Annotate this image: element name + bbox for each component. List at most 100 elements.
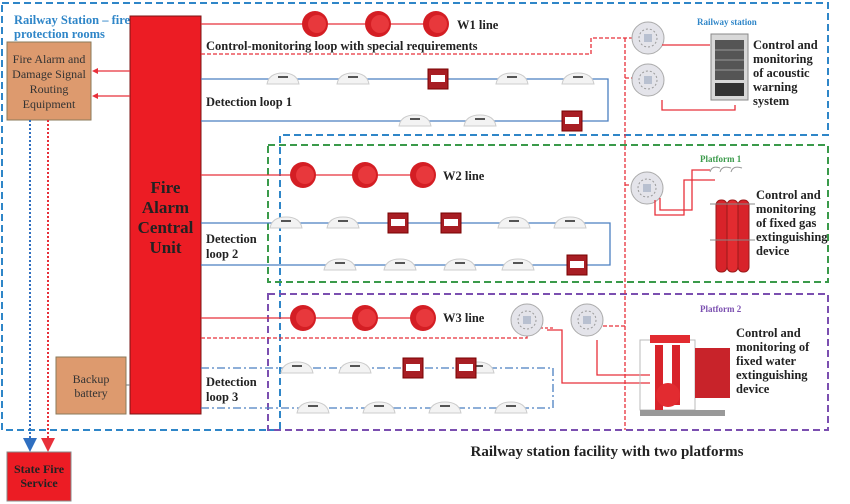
siren-icon	[423, 11, 449, 37]
manual-call-point-icon	[402, 357, 424, 379]
zone-station-title-2: protection rooms	[14, 27, 105, 41]
control-loop-label: Control-monitoring loop with special req…	[206, 39, 478, 53]
siren-icon	[352, 305, 378, 331]
state-fire-service-label: State Fire Service	[14, 462, 65, 490]
siren-icon	[290, 305, 316, 331]
smoke-detector-icon	[398, 114, 432, 127]
zone-platform2-title: Platform 2	[700, 304, 742, 314]
siren-icon	[302, 11, 328, 37]
smoke-detector-icon	[495, 72, 529, 85]
svg-text:of acoustic: of acoustic	[753, 66, 810, 80]
svg-text:Backup: Backup	[73, 372, 110, 386]
water-pump-icon	[639, 335, 730, 416]
svg-text:Fire Alarm and: Fire Alarm and	[13, 52, 86, 66]
zone-platform1-title: Platform 1	[700, 154, 742, 164]
svg-text:monitoring: monitoring	[756, 202, 816, 216]
diagram-caption: Railway station facility with two platfo…	[471, 444, 744, 460]
svg-text:Fire: Fire	[151, 178, 181, 197]
detection-loop-2-label-1: Detection	[206, 232, 257, 246]
arrow-down-icon	[23, 438, 37, 452]
svg-text:State Fire: State Fire	[14, 462, 65, 476]
backup-battery-box	[55, 356, 127, 415]
detection-loop-2-label-2: loop 2	[206, 247, 238, 261]
w3-line-label: W3 line	[443, 311, 485, 325]
svg-text:Unit: Unit	[149, 238, 181, 257]
svg-text:Control and: Control and	[753, 38, 818, 52]
smoke-detector-icon	[266, 72, 300, 85]
zone-platform1	[267, 144, 829, 283]
siren-icon	[290, 162, 316, 188]
acoustic-warning-label: Control and monitoring of acoustic warni…	[753, 38, 818, 108]
smoke-detector-icon	[280, 361, 314, 374]
routing-equipment-label: Fire Alarm and Damage Signal Routing Equ…	[12, 52, 86, 111]
arrow-icon	[92, 93, 98, 99]
detection-loop-3-devices	[280, 357, 528, 414]
manual-call-point-icon	[561, 110, 583, 132]
w1-line-label: W1 line	[457, 18, 499, 32]
siren-icon	[352, 162, 378, 188]
manual-call-point-icon	[440, 212, 462, 234]
svg-text:monitoring of: monitoring of	[736, 340, 810, 354]
control-module-icon	[630, 171, 664, 205]
smoke-detector-icon	[463, 114, 497, 127]
svg-text:extinguishing: extinguishing	[756, 230, 828, 244]
detection-loop-1-devices	[266, 68, 595, 132]
svg-text:device: device	[756, 244, 790, 258]
smoke-detector-icon	[494, 401, 528, 414]
smoke-detector-icon	[383, 258, 417, 271]
water-extinguishing-label: Control and monitoring of fixed water ex…	[736, 326, 810, 396]
smoke-detector-icon	[269, 216, 303, 229]
fire-alarm-central-unit	[129, 15, 202, 415]
w2-line-label: W2 line	[443, 169, 485, 183]
smoke-detector-icon	[336, 72, 370, 85]
svg-text:warning: warning	[753, 80, 798, 94]
svg-text:device: device	[736, 382, 770, 396]
svg-text:Service: Service	[20, 476, 58, 490]
control-module-icon	[570, 303, 604, 337]
siren-icon	[410, 305, 436, 331]
smoke-detector-icon	[296, 401, 330, 414]
svg-text:monitoring: monitoring	[753, 52, 813, 66]
smoke-detector-icon	[443, 258, 477, 271]
smoke-detector-icon	[501, 258, 535, 271]
manual-call-point-icon	[566, 254, 588, 276]
routing-equipment-box	[6, 41, 92, 121]
smoke-detector-icon	[323, 258, 357, 271]
zone-station-rooms	[1, 2, 829, 431]
arrow-down-icon	[41, 438, 55, 452]
control-modules	[510, 21, 665, 337]
svg-text:Routing: Routing	[30, 82, 69, 96]
manual-call-point-icon	[455, 357, 477, 379]
svg-text:extinguishing: extinguishing	[736, 368, 808, 382]
w1-sirens	[302, 11, 449, 37]
gas-cylinders-icon	[709, 166, 755, 273]
detection-loop-3-label-2: loop 3	[206, 390, 238, 404]
manual-call-point-icon	[427, 68, 449, 90]
detection-loop-3-label-1: Detection	[206, 375, 257, 389]
detection-loop-1-label: Detection loop 1	[206, 95, 292, 109]
svg-text:of fixed gas: of fixed gas	[756, 216, 817, 230]
manual-call-point-icon	[387, 212, 409, 234]
zone-station-title-1: Railway Station – fire	[14, 13, 131, 27]
arrow-icon	[92, 68, 98, 74]
acoustic-warning-rack-icon	[710, 33, 749, 101]
w2-sirens	[290, 162, 436, 188]
svg-text:Equipment: Equipment	[23, 97, 76, 111]
w3-sirens	[290, 305, 436, 331]
svg-text:Alarm: Alarm	[142, 198, 189, 217]
svg-text:Damage Signal: Damage Signal	[12, 67, 86, 81]
svg-text:Control and: Control and	[736, 326, 801, 340]
backup-battery-label: Backup battery	[73, 372, 110, 400]
smoke-detector-icon	[561, 72, 595, 85]
control-module-icon	[510, 303, 544, 337]
smoke-detector-icon	[362, 401, 396, 414]
siren-icon	[365, 11, 391, 37]
siren-icon	[410, 162, 436, 188]
svg-text:fixed water: fixed water	[736, 354, 796, 368]
state-fire-service-box	[6, 451, 72, 502]
svg-text:battery: battery	[74, 386, 107, 400]
central-unit-label: Fire Alarm Central Unit	[138, 178, 194, 257]
smoke-detector-icon	[497, 216, 531, 229]
svg-text:Central: Central	[138, 218, 194, 237]
smoke-detector-icon	[428, 401, 462, 414]
